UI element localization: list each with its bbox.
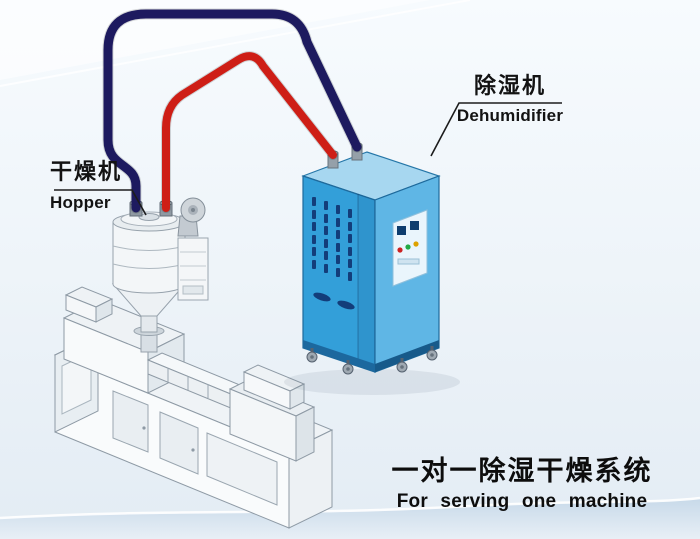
- hopper-label: 干燥机 Hopper: [50, 159, 123, 212]
- head-side: [295, 406, 315, 462]
- hopper-label-en: Hopper: [50, 192, 111, 212]
- cabinet-base-front: [303, 340, 375, 372]
- hopper-outlet: [140, 313, 158, 333]
- control-panel: [392, 209, 428, 287]
- dehumidifier-label-en: Dehumidifier: [456, 105, 564, 125]
- vent-grille: [312, 197, 355, 310]
- head-cover-side: [289, 383, 305, 410]
- hopper-label-cn: 干燥机: [50, 159, 123, 184]
- caption-en: For serving one machine: [396, 491, 648, 513]
- hopper-body: [112, 222, 186, 294]
- caster-wheels: [306, 346, 438, 375]
- machine-door: [206, 432, 278, 506]
- cabinet-base-side: [375, 340, 439, 372]
- hopper-pointer-line: [54, 189, 147, 216]
- pointer-lines: [54, 102, 562, 216]
- hoses: [102, 8, 363, 214]
- machine-door: [159, 411, 199, 475]
- dehumidifier-label: 除湿机 Dehumidifier: [444, 73, 576, 125]
- dehumidifier-pointer-line: [430, 102, 562, 157]
- cabinet-front-seam: [358, 194, 375, 372]
- dehumidifier-label-cn: 除湿机: [473, 73, 546, 98]
- machine-door: [112, 390, 149, 453]
- hopper-dryer: [111, 197, 209, 353]
- panel-button-red: [397, 247, 403, 253]
- panel-button-green: [405, 244, 411, 250]
- motor-side: [95, 298, 113, 323]
- panel-button-amber: [413, 241, 419, 247]
- caption-cn: 一对一除湿干燥系统: [391, 456, 653, 486]
- extruder-machine: [53, 286, 334, 529]
- caption: 一对一除湿干燥系统 For serving one machine: [378, 456, 666, 513]
- return-hose: [103, 9, 362, 213]
- supply-hose: [162, 52, 337, 212]
- dehumidifier-cabinet: [284, 142, 460, 395]
